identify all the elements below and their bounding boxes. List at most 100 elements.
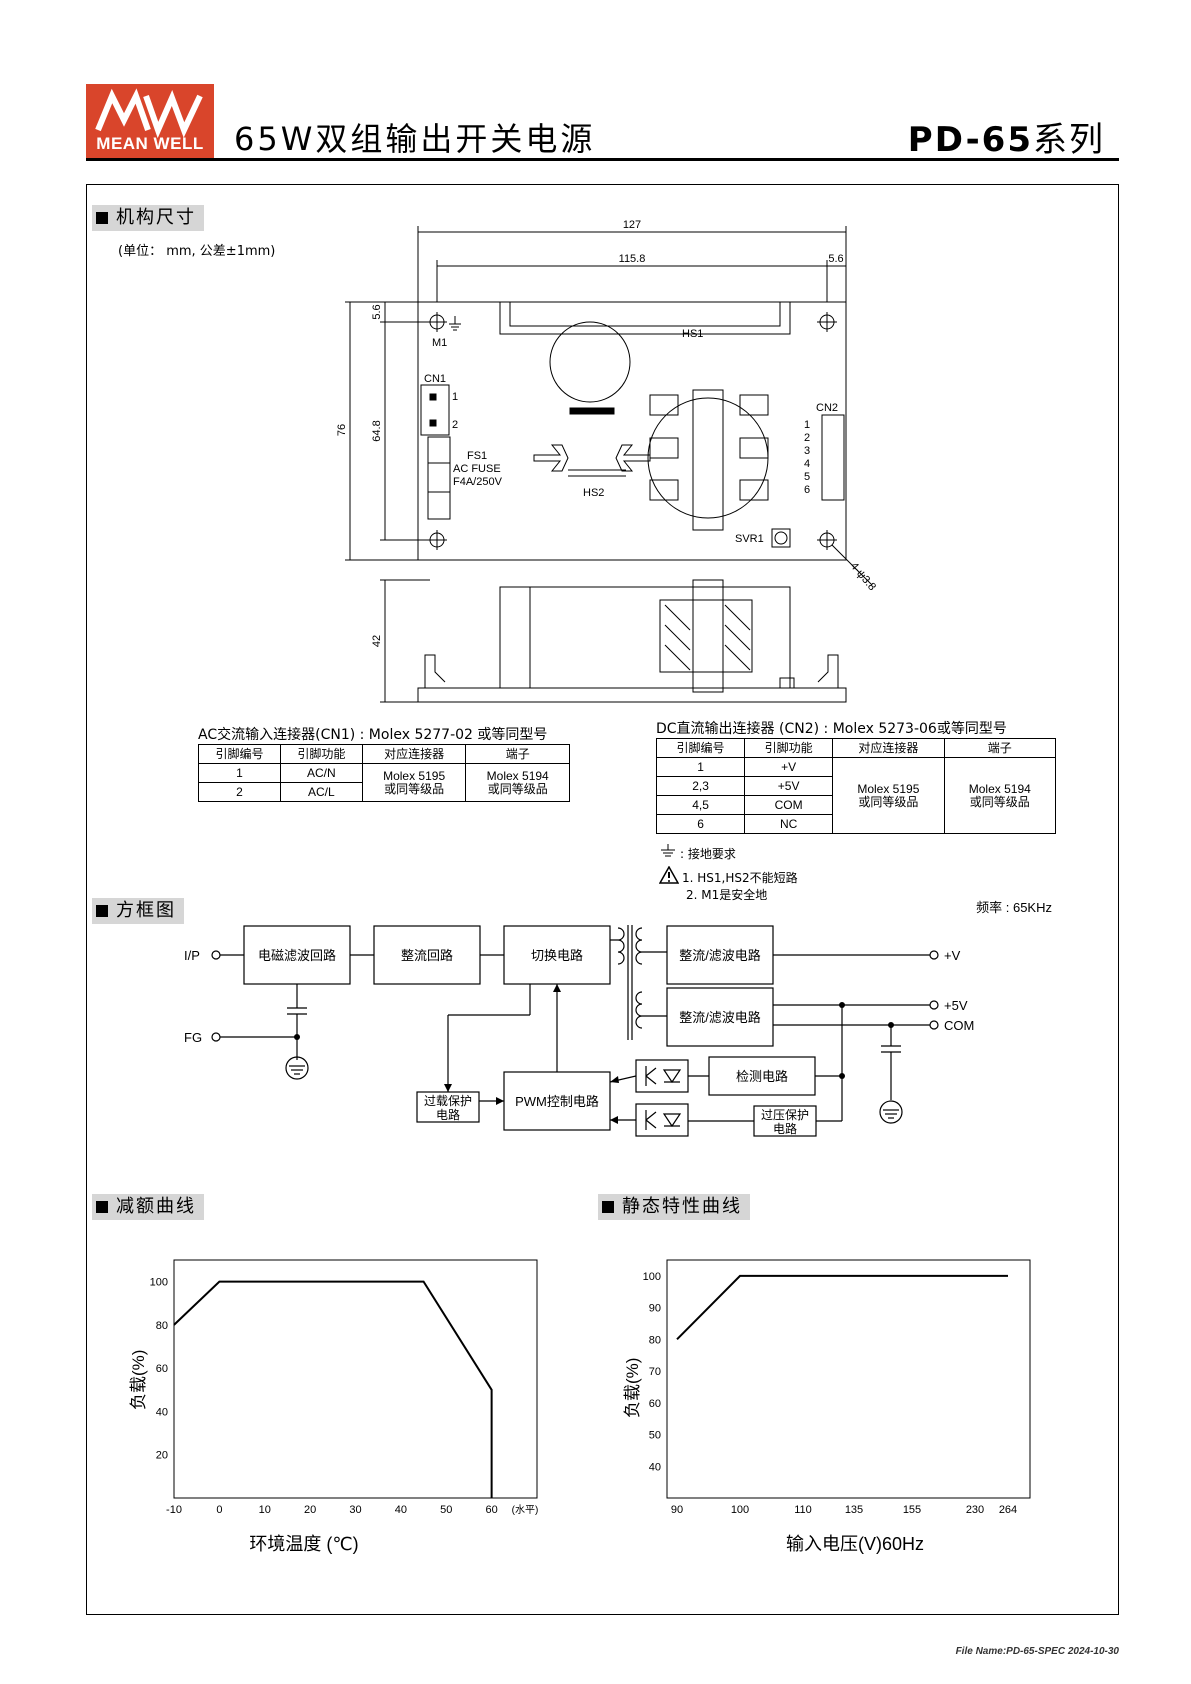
series-suffix: 系列 [1033, 120, 1105, 160]
derating-plot-area [173, 1259, 538, 1499]
meanwell-logo: MEAN WELL [86, 84, 214, 160]
static-y-tick: 70 [649, 1366, 661, 1378]
label-frequency: 频率 : 65KHz [976, 900, 1052, 915]
label-cn2: CN2 [816, 402, 838, 414]
block-diagram: I/P FG 电磁滤波回路 整流回路 切换电路 整流/滤波电路 整流/滤波电路 … [184, 900, 1052, 1137]
series-model: PD-65 [907, 120, 1033, 160]
dim-hole-spacing-y: 64.8 [371, 420, 383, 441]
derating-x-tick: 0 [216, 1504, 222, 1516]
derating-y-tick: 60 [156, 1363, 168, 1375]
block-out-2 [666, 987, 774, 1047]
label-emi: 电磁滤波回路 [258, 948, 336, 963]
static-x-tick: 155 [903, 1504, 921, 1516]
note-2: 2. M1是安全地 [686, 888, 768, 902]
label-out-v: +V [944, 948, 961, 963]
label-switch: 切换电路 [531, 948, 583, 963]
cn2-table-title: DC直流输出连接器 (CN2) : Molex 5273-06或等同型号 [656, 721, 1007, 737]
section-derating: 减额曲线 [92, 1194, 204, 1220]
label-fg: FG [184, 1030, 202, 1045]
warning-icon [659, 866, 679, 884]
cn2-pin-1: 1 [804, 419, 810, 431]
table-row: 2,3+5V [655, 776, 1056, 796]
label-cn1: CN1 [424, 373, 446, 385]
note-1: 1. HS1,HS2不能短路 [682, 871, 798, 885]
cn2-pin-5: 5 [804, 471, 810, 483]
derating-x-tick: -10 [166, 1504, 182, 1516]
label-fuse-rating: F4A/250V [453, 476, 503, 488]
static-y-tick: 100 [643, 1271, 661, 1283]
static-x-tick: 90 [671, 1504, 683, 1516]
derating-y-tick: 80 [156, 1320, 168, 1332]
label-ocp-1: 过载保护 [424, 1094, 472, 1108]
label-out-rect-2: 整流/滤波电路 [679, 1010, 761, 1025]
label-hs1: HS1 [682, 328, 703, 340]
label-pwm: PWM控制电路 [515, 1094, 599, 1109]
mechanical-drawing: 127 115.8 5.6 76 64.8 5.6 42 4-ψ3.8 M1 H… [336, 219, 878, 703]
label-fuse-type: AC FUSE [453, 463, 501, 475]
derating-ylabel: 负载(%) [129, 1350, 148, 1410]
label-fs1: FS1 [467, 450, 487, 462]
label-rect: 整流回路 [401, 948, 453, 963]
static-ylabel: 负载(%) [623, 1358, 642, 1418]
dim-overall-width: 127 [623, 219, 641, 231]
label-ocp-2: 电路 [436, 1107, 460, 1122]
static-y-tick: 60 [649, 1398, 661, 1410]
footer-file-name: File Name:PD-65-SPEC 2024-10-30 [955, 1646, 1119, 1657]
derating-x-tick: 30 [349, 1504, 361, 1516]
static-x-tick: 135 [845, 1504, 863, 1516]
static-x-tick: 264 [999, 1504, 1017, 1516]
ground-icon [661, 844, 675, 857]
cn1-table-title: AC交流输入连接器(CN1) : Molex 5277-02 或等同型号 [198, 727, 548, 743]
static-x-tick: 100 [731, 1504, 749, 1516]
label-out-5v: +5V [944, 998, 968, 1013]
label-hs2: HS2 [583, 487, 604, 499]
static-y-tick: 90 [649, 1303, 661, 1315]
cn2-pin-3: 3 [804, 445, 810, 457]
cn2-pin-2: 2 [804, 432, 810, 444]
mw-logo-icon [95, 88, 203, 138]
cn1-pin-1: 1 [452, 391, 458, 403]
derating-series-line [173, 1280, 493, 1498]
label-out-com: COM [944, 1018, 974, 1033]
static-x-tick: 110 [794, 1504, 812, 1516]
cn2-pin-4: 4 [804, 458, 810, 470]
dim-overall-height: 76 [336, 424, 348, 436]
label-out-rect-1: 整流/滤波电路 [679, 948, 761, 963]
header-rule [86, 158, 1119, 161]
static-y-tick: 40 [649, 1461, 661, 1473]
static-y-tick: 80 [649, 1334, 661, 1346]
dim-depth: 42 [371, 635, 383, 647]
derating-y-tick: 40 [156, 1406, 168, 1418]
note-ground: : 接地要求 [680, 847, 736, 861]
label-ovp-1: 过压保护 [761, 1108, 809, 1122]
derating-x-tick: 10 [259, 1504, 271, 1516]
derating-x-tick: 20 [304, 1504, 316, 1516]
derating-x-tick: 40 [395, 1504, 407, 1516]
label-detect: 检测电路 [736, 1069, 788, 1084]
static-series-line [676, 1274, 1008, 1341]
doc-title: 65W双组输出开关电源 [234, 120, 596, 158]
static-y-tick: 50 [649, 1430, 661, 1442]
unit-note: (单位： mm, 公差±1mm) [118, 244, 276, 259]
dim-edge-top: 5.6 [371, 304, 383, 319]
section-static: 静态特性曲线 [598, 1194, 750, 1220]
section-mechanical: 机构尺寸 [92, 205, 204, 231]
derating-x-tick: 50 [440, 1504, 452, 1516]
label-ovp-2: 电路 [773, 1121, 797, 1136]
series-title: PD-65系列 [908, 112, 1105, 161]
content-frame [86, 184, 1119, 1615]
derating-x-note: (水平) [512, 1504, 539, 1516]
label-svr1: SVR1 [735, 533, 764, 545]
derating-xlabel: 环境温度 (℃) [249, 1534, 358, 1554]
label-input: I/P [184, 948, 200, 963]
section-block-diagram: 方框图 [92, 898, 184, 924]
dim-hole-spacing-x: 115.8 [619, 253, 646, 265]
